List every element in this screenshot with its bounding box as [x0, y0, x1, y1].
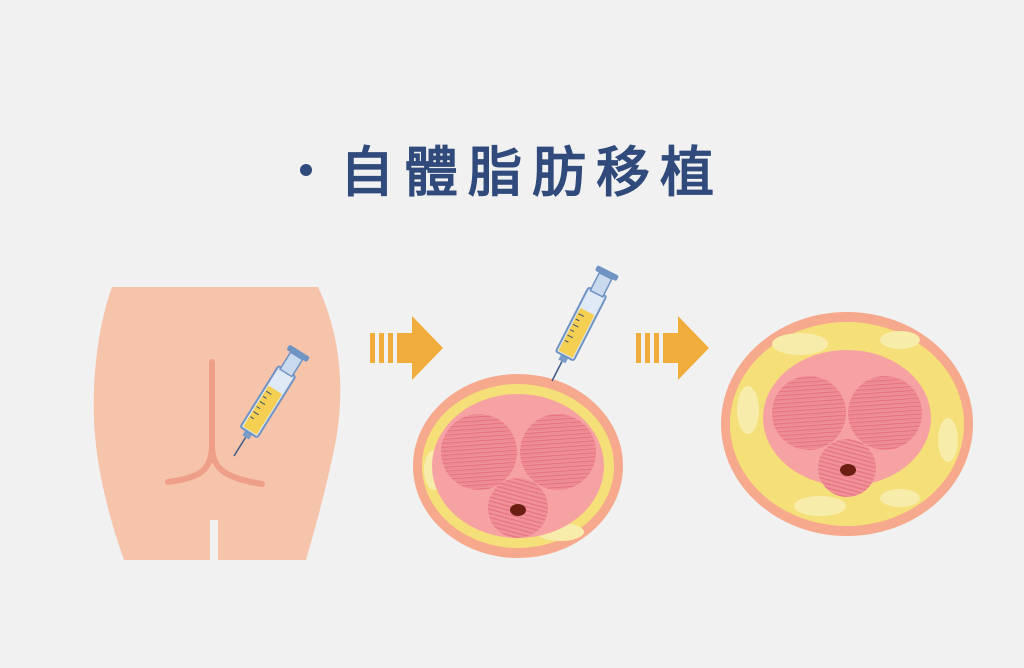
- arrow-right-icon-1: [370, 316, 443, 380]
- cross-section-after: [721, 312, 973, 536]
- page-title: 自體脂肪移植: [0, 128, 1024, 207]
- cross-section-before: [413, 374, 623, 558]
- arrow-right-icon-2: [636, 316, 709, 380]
- syringe-icon-middle: [540, 264, 620, 388]
- bullet-icon: [300, 164, 312, 177]
- buttocks-figure: [93, 287, 341, 560]
- title-text: 自體脂肪移植: [340, 141, 724, 204]
